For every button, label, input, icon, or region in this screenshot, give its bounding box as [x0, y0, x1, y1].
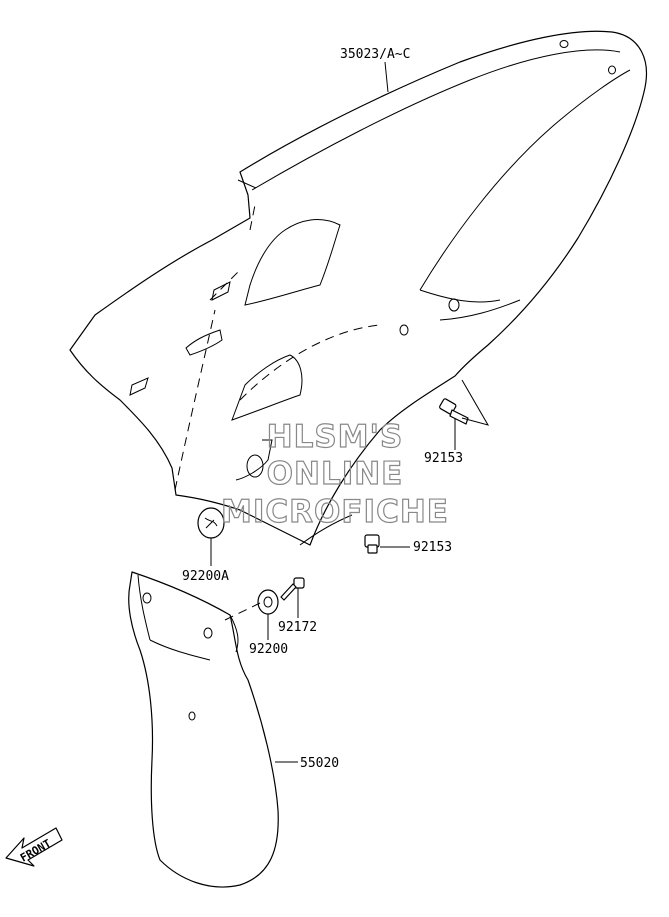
- label-35023[interactable]: 35023/A~C: [340, 47, 410, 62]
- label-92200a[interactable]: 92200A: [182, 569, 229, 584]
- label-55020[interactable]: 55020: [300, 756, 339, 771]
- mud-flap[interactable]: [128, 571, 279, 888]
- label-92153-lower[interactable]: 92153: [413, 540, 452, 555]
- front-arrow-icon: FRONT: [5, 827, 63, 867]
- watermark-line3: MICROFICHE: [221, 494, 449, 530]
- washer-92200[interactable]: [257, 589, 279, 615]
- label-92200[interactable]: 92200: [249, 642, 288, 657]
- assembly-marker: [461, 379, 490, 426]
- bolt-92153-lower[interactable]: [364, 534, 380, 554]
- label-92172[interactable]: 92172: [278, 620, 317, 635]
- leader-assembly-flap: [224, 602, 261, 621]
- bolt-92153-upper[interactable]: [439, 398, 469, 425]
- label-92153-upper[interactable]: 92153: [424, 451, 463, 466]
- watermark-line2: ONLINE: [267, 456, 404, 492]
- bolt-92172[interactable]: [280, 577, 305, 601]
- watermark-line1: HLSM'S: [267, 419, 404, 455]
- leader-35023: [384, 61, 389, 93]
- watermark: HLSM'S ONLINE MICROFICHE: [220, 418, 449, 530]
- rear-fender[interactable]: [69, 30, 648, 546]
